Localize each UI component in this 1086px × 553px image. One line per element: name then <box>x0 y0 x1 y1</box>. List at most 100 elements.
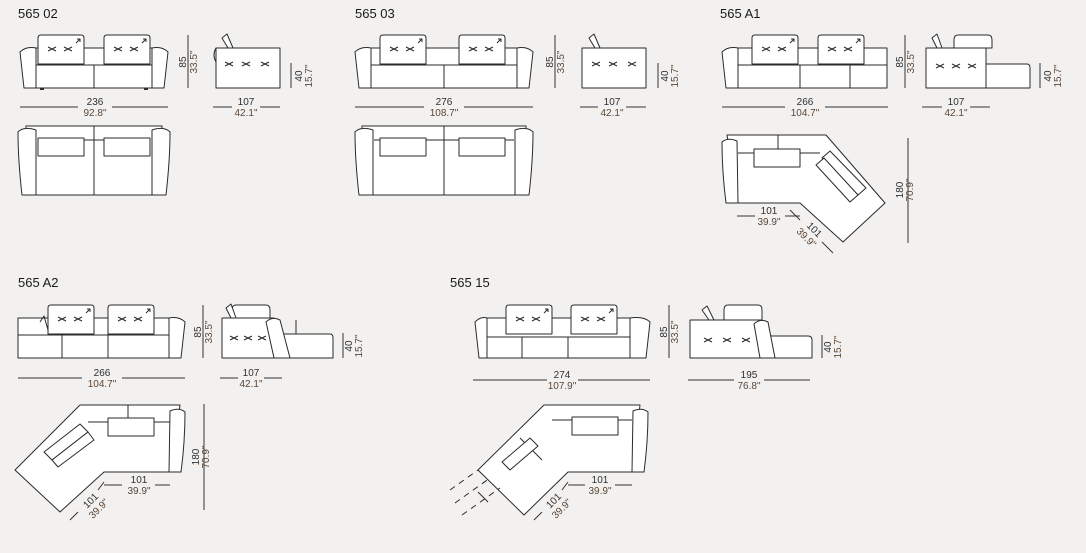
seat-a-dimension: 101 39.9" <box>568 475 632 497</box>
arm-a-in: 39.9" <box>127 486 150 497</box>
front-view <box>17 305 186 359</box>
height-cm: 85 <box>193 326 204 338</box>
width-dimension: 266 104.7" <box>722 97 888 119</box>
height-dimension: 85 33.5" <box>545 35 567 88</box>
corner-depth-dimension: 180 70.9" <box>895 138 916 243</box>
module-code: 565 03 <box>355 6 395 21</box>
seat-height-dimension: 40 15.7" <box>290 63 315 88</box>
side-view <box>213 33 281 89</box>
height-in: 33.5" <box>906 50 917 73</box>
seat-in: 15.7" <box>1053 64 1064 87</box>
seat-cm: 40 <box>294 70 305 82</box>
depth-cm: 107 <box>243 368 260 379</box>
width-cm: 236 <box>87 97 104 108</box>
corner-cm: 180 <box>191 448 202 465</box>
module-code: 565 02 <box>18 6 58 21</box>
arm-a-cm: 101 <box>131 475 148 486</box>
width-cm: 274 <box>554 370 571 381</box>
width-dimension: 276 108.7" <box>355 97 533 119</box>
seat-in: 15.7" <box>304 64 315 87</box>
corner-in: 70.9" <box>201 445 212 468</box>
width-in: 104.7" <box>791 108 820 119</box>
height-cm: 85 <box>545 56 556 68</box>
seat-height-dimension: 40 15.7" <box>342 333 365 358</box>
corner-depth-dimension: 180 70.9" <box>191 404 212 510</box>
front-view <box>19 35 169 90</box>
module-code: 565 A1 <box>720 6 761 21</box>
seat-cm: 40 <box>1043 70 1054 82</box>
module-565-03: 565 03 85 33.5" 40 15.7" 276 108.7" <box>354 6 681 196</box>
width-dimension: 236 92.8" <box>20 97 168 119</box>
height-cm: 85 <box>659 326 670 338</box>
front-view <box>721 35 888 89</box>
height-in: 33.5" <box>189 50 200 73</box>
width-dimension: 274 107.9" <box>473 370 650 392</box>
width-cm: 276 <box>436 97 453 108</box>
top-view <box>17 125 171 196</box>
height-in: 33.5" <box>204 320 215 343</box>
height-in: 33.5" <box>670 320 681 343</box>
top-view-corner <box>14 404 186 513</box>
depth-in: 42.1" <box>600 108 623 119</box>
depth-cm: 107 <box>948 97 965 108</box>
height-cm: 85 <box>178 56 189 68</box>
side-view <box>221 303 334 359</box>
seat-in: 15.7" <box>354 334 365 357</box>
height-cm: 85 <box>895 56 906 68</box>
module-code: 565 A2 <box>18 275 59 290</box>
width-cm: 266 <box>797 97 814 108</box>
depth-dimension: 107 42.1" <box>580 97 646 119</box>
depth-dimension: 107 42.1" <box>220 368 282 390</box>
seat-in: 15.7" <box>833 335 844 358</box>
module-565-a2: 565 A2 85 33.5" 40 15.7" <box>14 275 365 521</box>
arm-a-cm: 101 <box>592 475 609 486</box>
seat-cm: 40 <box>823 341 834 353</box>
module-565-15: 565 15 85 33.5" 40 15.7" <box>449 275 844 521</box>
depth-in: 42.1" <box>239 379 262 390</box>
front-view <box>474 305 651 359</box>
seat-height-dimension: 40 15.7" <box>1039 63 1064 88</box>
module-565-02: 565 02 85 33.5" 40 15.7" 23 <box>17 6 315 196</box>
height-dimension: 85 33.5" <box>178 35 200 88</box>
height-dimension: 85 33.5" <box>659 305 681 358</box>
seat-in: 15.7" <box>670 64 681 87</box>
width-in: 108.7" <box>430 108 459 119</box>
depth-in: 76.8" <box>737 381 760 392</box>
seat-height-dimension: 40 15.7" <box>657 63 681 88</box>
width-dimension: 266 104.7" <box>18 368 185 390</box>
seat-cm: 40 <box>660 70 671 82</box>
depth-in: 42.1" <box>944 108 967 119</box>
height-in: 33.5" <box>556 50 567 73</box>
depth-dimension: 195 76.8" <box>688 370 810 392</box>
seat-a-dimension: 101 39.9" <box>104 475 170 497</box>
side-view <box>925 33 1031 89</box>
width-cm: 266 <box>94 368 111 379</box>
depth-cm: 195 <box>741 370 758 381</box>
height-dimension: 85 33.5" <box>895 35 917 88</box>
top-view <box>354 125 534 196</box>
top-view-corner <box>449 404 649 516</box>
depth-dimension: 107 42.1" <box>922 97 990 119</box>
seat-cm: 40 <box>344 340 355 352</box>
module-565-a1: 565 A1 85 33.5" 40 15.7" 266 <box>720 6 1064 254</box>
depth-cm: 107 <box>604 97 621 108</box>
width-in: 92.8" <box>83 108 106 119</box>
arm-a-in: 39.9" <box>588 486 611 497</box>
width-in: 107.9" <box>548 381 577 392</box>
width-in: 104.7" <box>88 379 117 390</box>
depth-cm: 107 <box>238 97 255 108</box>
corner-in: 70.9" <box>905 178 916 201</box>
height-dimension: 85 33.5" <box>193 305 215 358</box>
arm-a-cm: 101 <box>761 206 778 217</box>
arm-a-in: 39.9" <box>757 217 780 228</box>
depth-dimension: 107 42.1" <box>213 97 280 119</box>
seat-a-dimension: 101 39.9" <box>737 206 800 228</box>
seat-height-dimension: 40 15.7" <box>821 335 844 359</box>
top-view-corner <box>721 134 886 243</box>
front-view <box>354 35 534 89</box>
corner-cm: 180 <box>895 181 906 198</box>
depth-in: 42.1" <box>234 108 257 119</box>
module-code: 565 15 <box>450 275 490 290</box>
side-view <box>689 304 813 359</box>
